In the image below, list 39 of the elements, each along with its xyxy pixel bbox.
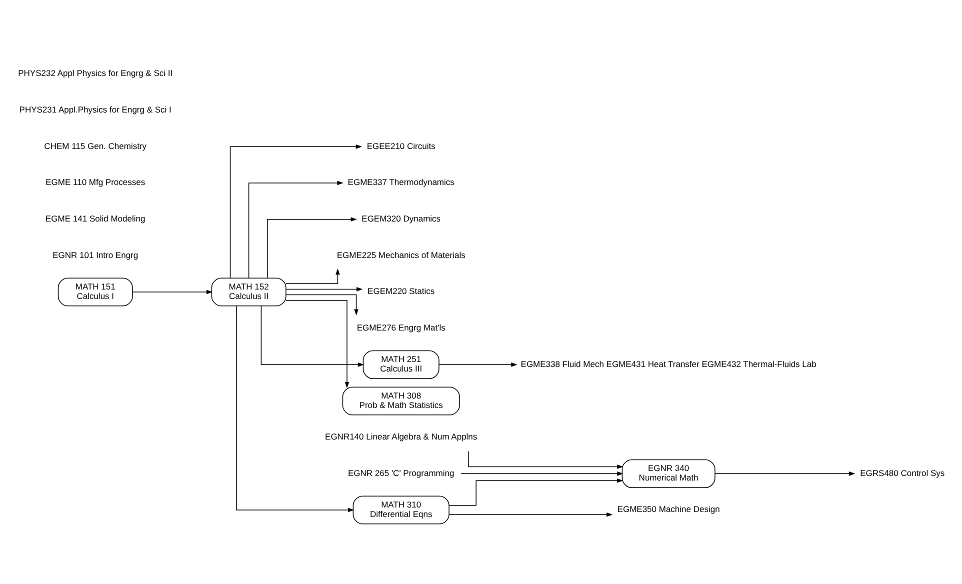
node-text: EGME337 Thermodynamics xyxy=(347,177,454,188)
label: EGME 110 Mfg Processes xyxy=(45,177,145,188)
node-text: EGEM320 Dynamics xyxy=(361,214,440,224)
node-text: EGME225 Mechanics of Materials xyxy=(336,250,465,260)
arrow xyxy=(460,472,623,476)
arrow xyxy=(448,478,623,506)
node-text: EGEE210 Circuits xyxy=(366,140,435,151)
label: PHYS232 Appl Physics for Engrg & Sci II xyxy=(18,68,172,78)
arrow xyxy=(229,144,362,278)
node-text: EGME338 Fluid Mech EGME431 Heat Transfer EGME432 Thermal-Fluids Lab xyxy=(520,358,816,369)
arrow xyxy=(266,217,356,278)
arrow xyxy=(236,306,354,512)
arrow xyxy=(448,512,612,517)
arrow xyxy=(438,362,517,367)
label: EGNR 101 Intro Engrg xyxy=(52,250,138,260)
arrow xyxy=(285,300,349,388)
arrow xyxy=(285,287,362,292)
node-text: EGNR 265 'C' Programming xyxy=(347,468,454,478)
node-box: MATH 151 Calculus I xyxy=(57,278,132,306)
arrow xyxy=(467,450,623,469)
node-text: EGME350 Machine Design xyxy=(616,504,720,514)
arrow xyxy=(285,294,358,316)
node-box: MATH 308 Prob & Math Statistics xyxy=(342,386,460,416)
label: PHYS231 Appl.Physics for Engrg & Sci I xyxy=(18,104,171,115)
node-box: MATH 152 Calculus II xyxy=(210,278,286,306)
arrow xyxy=(714,472,855,476)
node-box: EGNR 340 Numerical Math xyxy=(621,459,715,488)
node-text: EGRS480 Control Sys xyxy=(860,468,944,478)
node-text: EGME276 Engrg Mat'ls xyxy=(356,322,445,332)
node-text: EGNR140 Linear Algebra & Num Applns xyxy=(324,431,477,442)
label: EGME 141 Solid Modeling xyxy=(45,214,145,224)
node-box: MATH 251 Calculus III xyxy=(362,350,439,379)
arrow xyxy=(285,268,340,284)
label: CHEM 115 Gen. Chemistry xyxy=(44,140,146,151)
arrow xyxy=(260,306,364,367)
node-text: EGEM220 Statics xyxy=(367,286,434,296)
node-box: MATH 310 Differential Eqns xyxy=(352,496,449,524)
arrow xyxy=(132,290,212,294)
arrow xyxy=(248,180,343,278)
